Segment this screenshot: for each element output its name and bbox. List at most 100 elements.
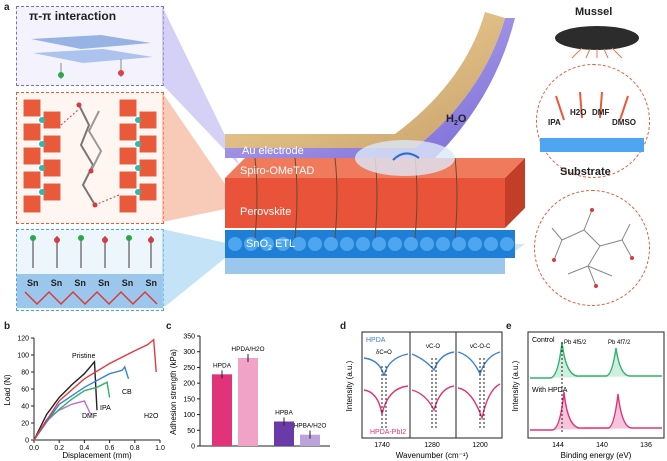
- au-electrode-label: Au electrode: [242, 145, 304, 157]
- mussel-label: Mussel: [575, 6, 613, 18]
- bar: [274, 421, 294, 446]
- legend-hpda-pbi2: HPDA-PbI2: [370, 429, 406, 436]
- panel-label-d: d: [340, 321, 347, 332]
- panel-label-e: e: [506, 321, 512, 332]
- chart-c-ytick: 250: [183, 365, 195, 372]
- bar: [238, 358, 258, 446]
- chart-c-ytick: 200: [183, 381, 195, 388]
- substrate-band: [540, 138, 644, 152]
- sn-atom: Sn: [98, 278, 110, 288]
- bar-label: HPBA/H2O: [294, 423, 327, 430]
- chart-b-ytick: 100: [17, 353, 29, 360]
- chart-d-xtick: 1740: [374, 442, 390, 449]
- etl-prefix: SnO: [246, 238, 269, 250]
- chart-d-xlabel: Wavenumber (cm⁻¹): [396, 451, 469, 460]
- series-line-h2o: [33, 338, 157, 441]
- label-pb-4f72: Pb 4f7/2: [608, 340, 631, 346]
- chart-c-ytick: 350: [183, 334, 195, 341]
- callout-wedges: [162, 6, 240, 306]
- panel-label-b: b: [4, 321, 11, 332]
- sn-atom: Sn: [121, 278, 134, 288]
- series-line-ipa: [33, 381, 111, 441]
- chart-b-xtick: 0.2: [54, 445, 64, 452]
- legend-hpda: HPDA: [366, 337, 386, 344]
- pi-pi-inset: π-π interaction: [16, 6, 164, 86]
- panel-label-c: c: [166, 321, 172, 332]
- chart-c-ytick: 100: [183, 412, 195, 419]
- chart-b-ytick: 0: [25, 438, 29, 445]
- chart-e-frame: [527, 331, 665, 439]
- chart-c-ytick: 0: [191, 444, 195, 451]
- chart-e-ylabel: Intensity (a.u.): [511, 360, 520, 411]
- sn-atom: Sn: [50, 278, 63, 288]
- mussel-shell: [555, 26, 639, 58]
- chart-b-axes: [33, 338, 160, 441]
- chart-c-ytick: 300: [183, 349, 195, 356]
- annot-delta-co: δC=O: [376, 350, 392, 356]
- chart-b-ytick: 40: [21, 404, 29, 411]
- sn-atom: Sn: [74, 278, 86, 288]
- annot-nu-coc: νC-O-C: [470, 344, 491, 350]
- curve-label-dmf: DMF: [82, 413, 97, 420]
- chart-b-ytick: 80: [21, 370, 29, 377]
- polymer-network: [551, 208, 634, 288]
- series-line-pristine: [33, 360, 98, 441]
- sn-atom: Sn: [27, 278, 39, 288]
- chart-c-ytick: 150: [183, 396, 195, 403]
- chart-b-xtick: 1.0: [155, 445, 165, 452]
- water-prefix: H: [446, 113, 454, 125]
- octahedra-lattice: [22, 98, 158, 214]
- chart-b-ytick: 60: [21, 387, 29, 394]
- chart-d-frame: [361, 331, 503, 439]
- sno2-inset: Sn Sn Sn Sn Sn Sn: [16, 229, 164, 311]
- hpda-pbi2-spectrum: [363, 383, 501, 421]
- perovskite-inset: [16, 92, 164, 224]
- chart-b-xtick: 0.0: [29, 445, 39, 452]
- substrate-label: Substrate: [560, 166, 611, 178]
- sn-row: Sn Sn Sn Sn Sn Sn: [17, 274, 163, 308]
- control-spectrum: [530, 341, 662, 379]
- perovskite-label: Perovskite: [240, 206, 292, 218]
- solvent-ipa: IPA: [548, 118, 561, 127]
- panel-label-a: a: [4, 2, 10, 13]
- label-control: Control: [532, 337, 555, 344]
- curve-label-pristine: Pristine: [72, 353, 95, 360]
- bar-label: HPDA: [213, 362, 232, 369]
- curve-label-ipa: IPA: [100, 405, 111, 412]
- solvent-dmf: DMF: [592, 108, 610, 117]
- chart-d: HPDA HPDA-PbI2 δC=O νC-O νC-O-C 1740 128…: [345, 331, 503, 460]
- o-zigzag: [24, 290, 158, 306]
- etl-suffix: ETL: [271, 238, 296, 250]
- label-with-hpda: With HPDA: [532, 387, 568, 394]
- chart-c-ylabel: Adhesion strength (kPa): [169, 349, 178, 435]
- pi-pi-title: π-π interaction: [29, 9, 117, 23]
- pi-stacking-molecules: [31, 35, 153, 79]
- water-sub: 2: [453, 120, 458, 128]
- chart-b-ytick: 20: [21, 421, 29, 428]
- sno2-molecules: [30, 235, 154, 268]
- water-suffix: O: [457, 113, 467, 125]
- device-stack: [225, 12, 525, 274]
- solvent-dmso: DMSO: [612, 118, 636, 127]
- polymer-circle: [534, 190, 650, 306]
- annot-nu-co: νC-O: [426, 344, 440, 350]
- etl-label: SnO2 ETL: [246, 238, 295, 252]
- bar-label: HPDA/H2O: [231, 346, 264, 353]
- with-hpda-spectrum: [530, 391, 662, 431]
- chart-b-xtick: 0.4: [80, 445, 90, 452]
- solvent-h2o: H2O: [570, 108, 587, 117]
- chart-e-xtick: 144: [552, 442, 564, 449]
- chart-b-xtick: 0.6: [105, 445, 115, 452]
- bar: [300, 434, 320, 446]
- chart-d-ylabel: Intensity (a.u.): [345, 360, 354, 411]
- series-line-cb: [33, 365, 130, 441]
- bar: [212, 374, 232, 446]
- bar-label: HPBA: [275, 409, 293, 416]
- chart-b-xtick: 0.8: [130, 445, 140, 452]
- spiro-label: Spiro-OMeTAD: [240, 165, 315, 177]
- chart-e-xtick: 140: [596, 442, 608, 449]
- solvent-circle: [536, 64, 650, 178]
- chart-e-xtick: 136: [640, 442, 652, 449]
